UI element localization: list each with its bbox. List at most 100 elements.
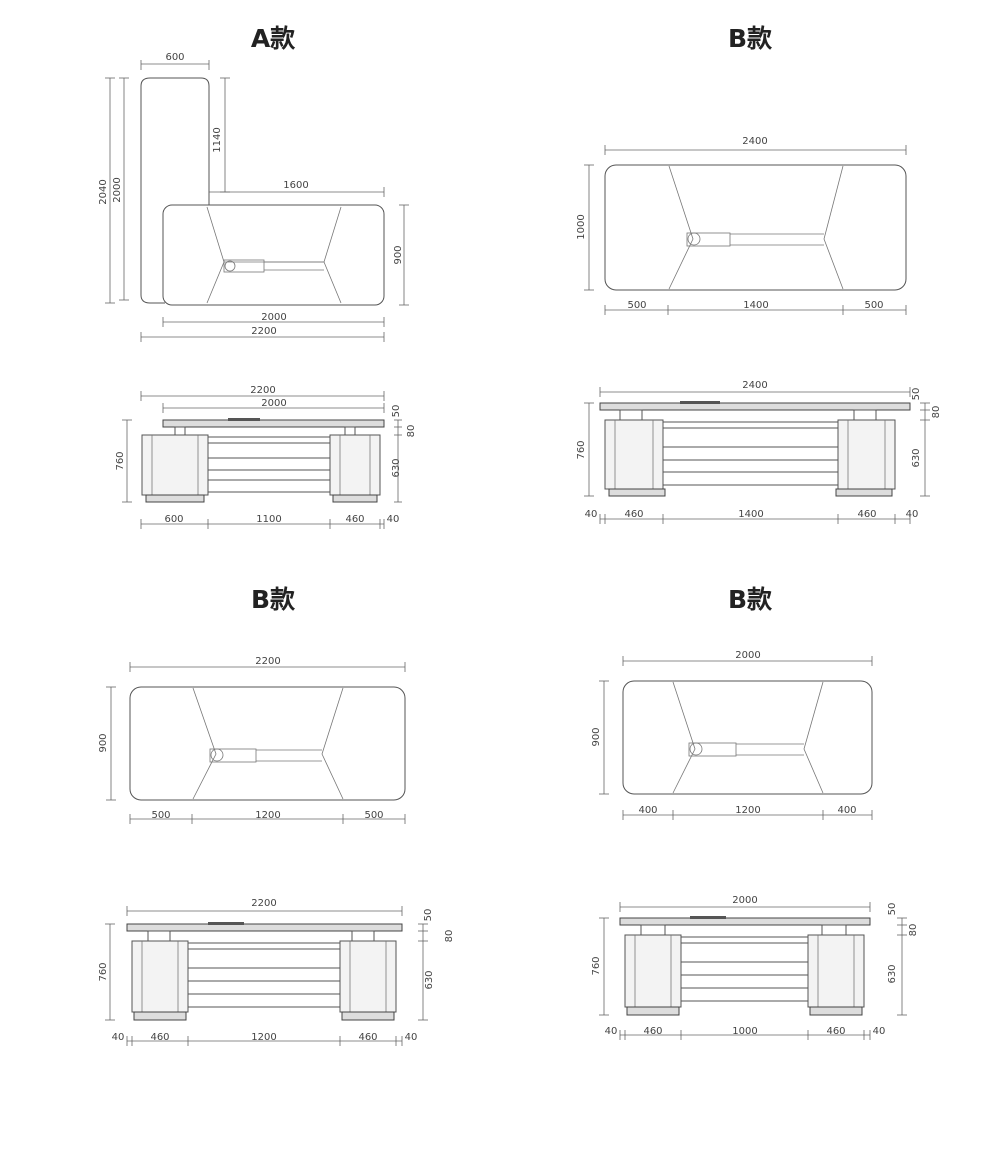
dim-front-b4: 40 <box>387 514 400 525</box>
dim-desk-1600: 1600 <box>283 180 308 191</box>
dim-b3-front-80: 80 <box>908 924 919 937</box>
dim-front-80: 80 <box>406 425 417 438</box>
dim-front-b2: 1100 <box>256 514 281 525</box>
title-panel-b2: B款 <box>250 585 296 614</box>
dim-front-2000: 2000 <box>261 398 286 409</box>
grommet-icon <box>224 260 236 272</box>
dim-b1-front-b1: 40 <box>585 509 598 520</box>
dim-front-2200: 2200 <box>250 385 275 396</box>
b2-grommet-icon <box>210 748 224 762</box>
panel-b1-top-view: 2400 1000 500 1400 500 <box>576 136 907 315</box>
panel-b1-front-view: 2400 760 50 80 630 40 460 1400 460 40 <box>576 380 942 524</box>
dim-b1-front-760: 760 <box>576 440 587 459</box>
dim-b2-front-b4: 460 <box>358 1032 377 1043</box>
b3-desk-top-slab <box>619 917 871 926</box>
desk-inner-left <box>206 206 225 304</box>
b3-right-pedestal <box>807 934 865 1008</box>
dim-front-630: 630 <box>391 458 402 477</box>
dim-front-b3: 460 <box>345 514 364 525</box>
return-outline <box>150 77 210 192</box>
title-panel-b3: B款 <box>727 585 773 614</box>
dim-b1-front-50: 50 <box>911 388 922 401</box>
dim-return-width: 600 <box>165 52 184 63</box>
return-outline-left <box>140 77 165 304</box>
b1-desk-top-slab <box>599 402 911 411</box>
dim-b3-front-b4: 460 <box>826 1026 845 1037</box>
panel-b2-top-view: 2200 900 500 1200 500 <box>98 656 406 824</box>
desk-top-slab <box>162 419 385 428</box>
panel-b2-front-view: 2200 760 50 80 630 40 460 1200 460 40 <box>98 898 455 1046</box>
cable-box <box>228 418 260 421</box>
dim-bottom-2200: 2200 <box>251 326 276 337</box>
dim-b1-front-630: 630 <box>911 448 922 467</box>
dim-b2-width: 2200 <box>255 656 280 667</box>
right-pedestal <box>329 434 381 496</box>
dim-outer-2000: 2000 <box>112 177 123 202</box>
desk-top-outline <box>162 204 385 306</box>
dim-b1-front-b2: 460 <box>624 509 643 520</box>
dim-b1-b3: 500 <box>864 300 883 311</box>
title-panel-b1: B款 <box>727 24 773 53</box>
dim-b3-b1: 400 <box>638 805 657 816</box>
panel-a-top-view: 600 1140 2040 2000 1600 900 2000 2200 <box>98 52 409 342</box>
dim-b1-b2: 1400 <box>743 300 768 311</box>
dim-b2-front-760: 760 <box>98 962 109 981</box>
dim-b2-b1: 500 <box>151 810 170 821</box>
dim-b2-depth: 900 <box>98 733 109 752</box>
b1-desk-outline <box>604 164 907 291</box>
b2-desk-outline <box>129 686 406 801</box>
b1-cable-tray <box>686 232 731 247</box>
dim-b3-width: 2000 <box>735 650 760 661</box>
dim-b3-front-b3: 1000 <box>732 1026 757 1037</box>
b2-right-pedestal <box>339 940 397 1013</box>
dim-return-depth: 1140 <box>212 127 223 152</box>
dim-b1-front-b4: 460 <box>857 509 876 520</box>
dim-b3-front-b5: 40 <box>873 1026 886 1037</box>
cable-tray <box>223 259 265 273</box>
title-panel-a: A款 <box>250 24 296 53</box>
dim-b2-front-630: 630 <box>424 970 435 989</box>
dim-front-760: 760 <box>115 451 126 470</box>
dim-b3-b2: 1200 <box>735 805 760 816</box>
b3-grommet-icon <box>689 742 703 756</box>
dim-b2-front-b2: 460 <box>150 1032 169 1043</box>
dim-b2-front-50: 50 <box>423 909 434 922</box>
dim-b3-depth: 900 <box>591 727 602 746</box>
b3-left-pedestal <box>624 934 682 1008</box>
dim-b3-b3: 400 <box>837 805 856 816</box>
dim-b2-front-top: 2200 <box>251 898 276 909</box>
dim-b1-width: 2400 <box>742 136 767 147</box>
dim-b3-front-760: 760 <box>591 956 602 975</box>
b1-grommet-icon <box>687 232 701 246</box>
dim-b2-b2: 1200 <box>255 810 280 821</box>
dim-b2-front-b3: 1200 <box>251 1032 276 1043</box>
dim-b2-b3: 500 <box>364 810 383 821</box>
dim-b2-front-b5: 40 <box>405 1032 418 1043</box>
b2-cable-tray <box>209 748 257 763</box>
dim-b1-front-b3: 1400 <box>738 509 763 520</box>
dim-b1-front-b5: 40 <box>906 509 919 520</box>
dim-b3-front-630: 630 <box>887 964 898 983</box>
desk-inner-right <box>323 206 342 304</box>
b2-desk-top-slab <box>126 923 403 932</box>
dim-b3-front-top: 2000 <box>732 895 757 906</box>
b1-right-pedestal <box>837 419 896 490</box>
dim-b3-front-b2: 460 <box>643 1026 662 1037</box>
b3-cable-tray <box>688 742 737 757</box>
dim-b1-depth: 1000 <box>576 214 587 239</box>
dim-b3-front-50: 50 <box>887 903 898 916</box>
dim-front-b1: 600 <box>164 514 183 525</box>
panel-a-front-view: 2200 2000 760 50 80 630 600 1100 <box>115 385 417 529</box>
dim-b2-front-b1: 40 <box>112 1032 125 1043</box>
dim-bottom-2000: 2000 <box>261 312 286 323</box>
dim-b3-front-b1: 40 <box>605 1026 618 1037</box>
b1-left-pedestal <box>604 419 664 490</box>
dim-b1-front-top: 2400 <box>742 380 767 391</box>
dim-b1-front-80: 80 <box>931 406 942 419</box>
b2-left-pedestal <box>131 940 189 1013</box>
b3-desk-outline <box>622 680 873 795</box>
dim-b1-b1: 500 <box>627 300 646 311</box>
dim-outer-2040: 2040 <box>98 179 109 204</box>
dim-desk-depth: 900 <box>393 245 404 264</box>
